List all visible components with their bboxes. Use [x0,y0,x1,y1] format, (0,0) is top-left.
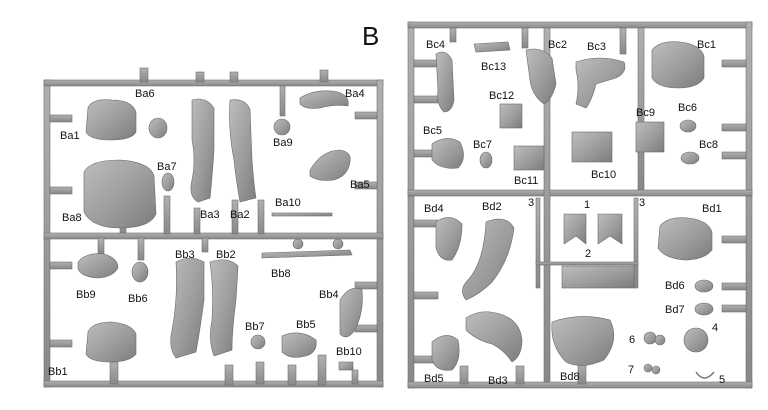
label-bc1: Bc1 [697,39,716,51]
label-bc10: Bc10 [591,169,617,181]
label-bc6: Bc6 [678,102,697,114]
label-bc11: Bc11 [514,175,539,187]
label-num-2: 2 [585,248,592,260]
part-5-hook [695,371,715,379]
label-bc9: Bc9 [636,107,655,119]
left-sprue-parts [77,90,363,371]
label-bd6: Bd6 [665,280,685,292]
label-bc3: Bc3 [587,41,606,53]
label-num-1: 1 [584,199,591,211]
label-bb7: Bb7 [245,321,265,333]
label-bd4: Bd4 [424,203,444,215]
label-ba10: Ba10 [275,197,301,209]
label-bb10: Bb10 [336,346,362,358]
label-bb6: Bb6 [128,293,148,305]
label-num-3-left: 3 [528,197,535,209]
label-ba6: Ba6 [135,88,155,100]
label-bd2: Bd2 [482,201,502,213]
label-bb4: Bb4 [319,289,339,301]
right-sprue-frame [407,21,753,389]
label-bb5: Bb5 [296,319,316,331]
label-ba8: Ba8 [62,212,82,224]
label-bb3: Bb3 [175,249,195,261]
label-bc5: Bc5 [423,125,442,137]
right-sprue-parts [431,41,714,375]
label-bd8: Bd8 [560,371,580,383]
label-ba9: Ba9 [273,137,293,149]
label-num-3-right: 3 [639,197,646,209]
sprue-letter: B [362,21,380,51]
label-bd3: Bd3 [488,375,508,387]
label-bb9: Bb9 [76,289,96,301]
label-bc7: Bc7 [473,139,492,151]
label-ba4: Ba4 [345,88,365,100]
label-bc2: Bc2 [548,39,567,51]
label-num-5: 5 [719,374,726,386]
left-sprue-frame [43,67,384,388]
label-bc12: Bc12 [489,90,515,102]
label-ba2: Ba2 [230,209,250,221]
label-ba3: Ba3 [200,209,220,221]
label-bb8: Bb8 [271,268,291,280]
label-bc13: Bc13 [481,61,507,73]
label-ba7: Ba7 [157,161,177,173]
label-num-4: 4 [712,322,719,334]
label-ba5: Ba5 [350,179,370,191]
label-bd7: Bd7 [665,304,685,316]
label-ba1: Ba1 [60,130,80,142]
label-num-6: 6 [629,334,636,346]
label-bc8: Bc8 [699,139,718,151]
label-bc4: Bc4 [426,39,445,51]
label-bd1: Bd1 [702,203,722,215]
label-bd5: Bd5 [424,373,444,385]
label-bb2: Bb2 [216,249,236,261]
label-num-7: 7 [628,364,635,376]
label-bb1: Bb1 [48,366,68,378]
